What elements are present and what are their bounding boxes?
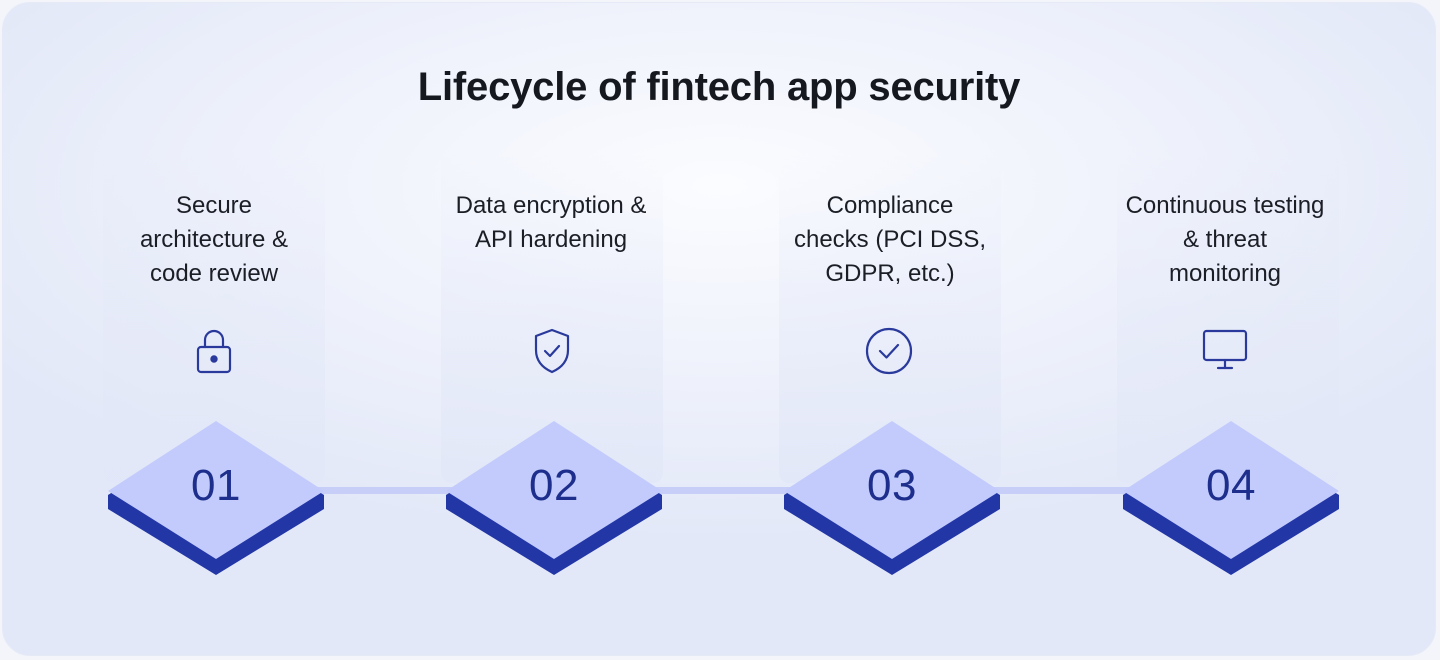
monitor-icon [1199,325,1251,377]
shield-check-icon [526,325,578,377]
lock-icon [188,325,240,377]
step-number-4: 04 [1206,461,1256,510]
step-diamond-4: 04 [1117,417,1345,579]
timeline-connector [213,487,1233,494]
step-label-1: Secure architecture & code review [139,192,289,287]
step-label-3: Compliance checks (PCI DSS, GDPR, etc.) [793,192,987,287]
page-title: Lifecycle of fintech app security [417,65,1021,109]
step-label-2: Data encryption & API hardening [455,192,647,253]
step-number-2: 02 [529,461,579,510]
step-label-4: Continuous testing & threat monitoring [1125,192,1325,287]
check-circle-icon [863,325,915,377]
step-number-3: 03 [867,461,917,510]
step-diamond-1: 01 [102,417,330,579]
step-number-1: 01 [191,461,241,510]
step-diamond-3: 03 [778,417,1006,579]
step-diamond-2: 02 [440,417,668,579]
